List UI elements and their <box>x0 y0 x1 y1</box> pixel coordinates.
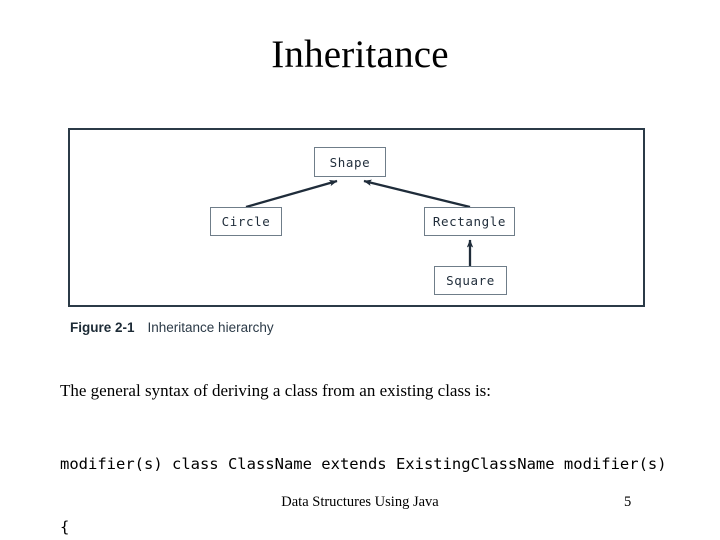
figure-caption: Figure 2-1 Inheritance hierarchy <box>70 320 274 335</box>
code-line-open-brace: { <box>60 518 70 536</box>
page-number: 5 <box>624 494 632 510</box>
footer-title: Data Structures Using Java <box>281 494 439 510</box>
class-box-shape[interactable]: Shape <box>314 147 386 177</box>
arrow-layer <box>245 179 474 266</box>
figure-caption-label: Figure 2-1 <box>70 320 135 335</box>
page-title: Inheritance <box>271 33 449 76</box>
figure-frame: Shape Circle Rectangle Square <box>68 128 645 307</box>
edge-circle-to-shape <box>245 179 338 209</box>
inheritance-diagram: Shape Circle Rectangle Square <box>70 130 643 305</box>
class-box-square[interactable]: Square <box>434 266 507 295</box>
edge-rectangle-to-shape <box>363 179 471 209</box>
class-box-rectangle[interactable]: Rectangle <box>424 207 515 236</box>
code-line-signature: modifier(s) class ClassName extends Exis… <box>60 455 667 473</box>
figure-caption-text: Inheritance hierarchy <box>147 320 274 335</box>
code-block: modifier(s) class ClassName extends Exis… <box>60 412 667 540</box>
body-paragraph: The general syntax of deriving a class f… <box>60 381 492 400</box>
class-box-circle[interactable]: Circle <box>210 207 282 236</box>
